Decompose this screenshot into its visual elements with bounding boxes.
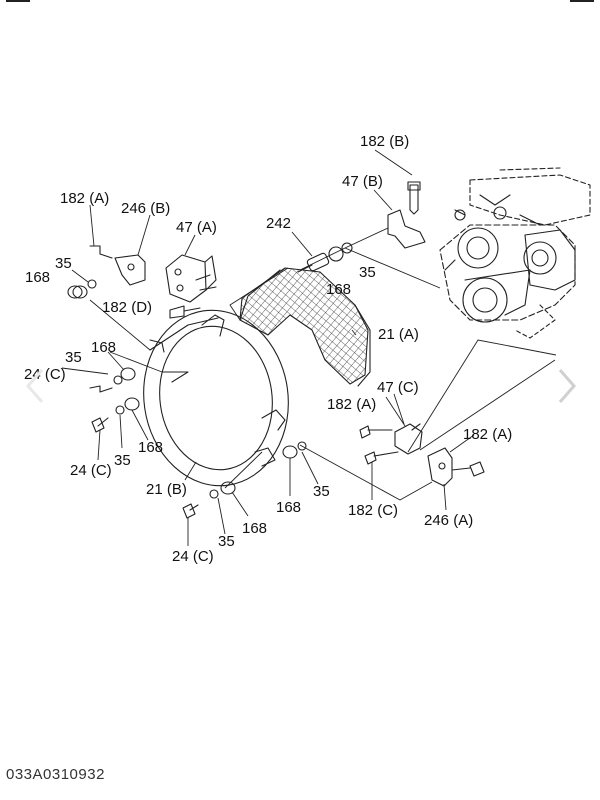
label-242: 242 — [266, 215, 291, 232]
bracket-47a — [165, 254, 217, 303]
diagram-code: 033A0310932 — [6, 766, 105, 783]
label-168-d: 168 — [276, 499, 301, 516]
label-168-mid: 168 — [25, 269, 50, 286]
label-24c-c: 24 (C) — [172, 548, 214, 565]
label-168-a: 168 — [326, 281, 351, 298]
label-168-b: 168 — [91, 339, 116, 356]
label-168-e: 168 — [242, 520, 267, 537]
bracket-246b — [114, 254, 146, 286]
chevron-left-icon[interactable] — [20, 364, 50, 408]
part-labels: 182 (B) 47 (B) 182 (A) 246 (B) 47 (A) 24… — [24, 133, 512, 565]
label-182c: 182 (C) — [348, 502, 398, 519]
leader-lines — [61, 149, 475, 546]
fan-guard-21a — [239, 267, 371, 387]
bracket-47b — [387, 209, 426, 249]
engine-assembly — [439, 167, 591, 339]
shroud-ring-21b — [143, 309, 289, 487]
label-182a-left: 182 (A) — [60, 190, 109, 207]
label-47c: 47 (C) — [377, 379, 419, 396]
label-182a-mid: 182 (A) — [327, 396, 376, 413]
label-182d: 182 (D) — [102, 299, 152, 316]
label-35-d: 35 — [313, 483, 330, 500]
label-21b: 21 (B) — [146, 481, 187, 498]
top-left-mark — [6, 0, 30, 2]
guide-lines — [89, 227, 557, 501]
label-35-top: 35 — [55, 255, 72, 272]
washers-bushings — [67, 242, 353, 499]
chevron-right-icon[interactable] — [552, 364, 582, 408]
label-35-e: 35 — [218, 533, 235, 550]
label-35-b: 35 — [65, 349, 82, 366]
bracket-246a — [427, 447, 453, 487]
label-35-c: 35 — [114, 452, 131, 469]
label-47a: 47 (A) — [176, 219, 217, 236]
label-24c-b: 24 (C) — [70, 462, 112, 479]
label-182b-top: 182 (B) — [360, 133, 409, 150]
label-35-a: 35 — [359, 264, 376, 281]
label-47b: 47 (B) — [342, 173, 383, 190]
bolts — [89, 181, 485, 519]
label-246b: 246 (B) — [121, 200, 170, 217]
spacer-242 — [297, 252, 330, 273]
label-21a: 21 (A) — [378, 326, 419, 343]
label-168-c: 168 — [138, 439, 163, 456]
label-246a: 246 (A) — [424, 512, 473, 529]
top-right-mark — [570, 0, 594, 2]
label-182a-right: 182 (A) — [463, 426, 512, 443]
bracket-47c — [394, 423, 423, 455]
